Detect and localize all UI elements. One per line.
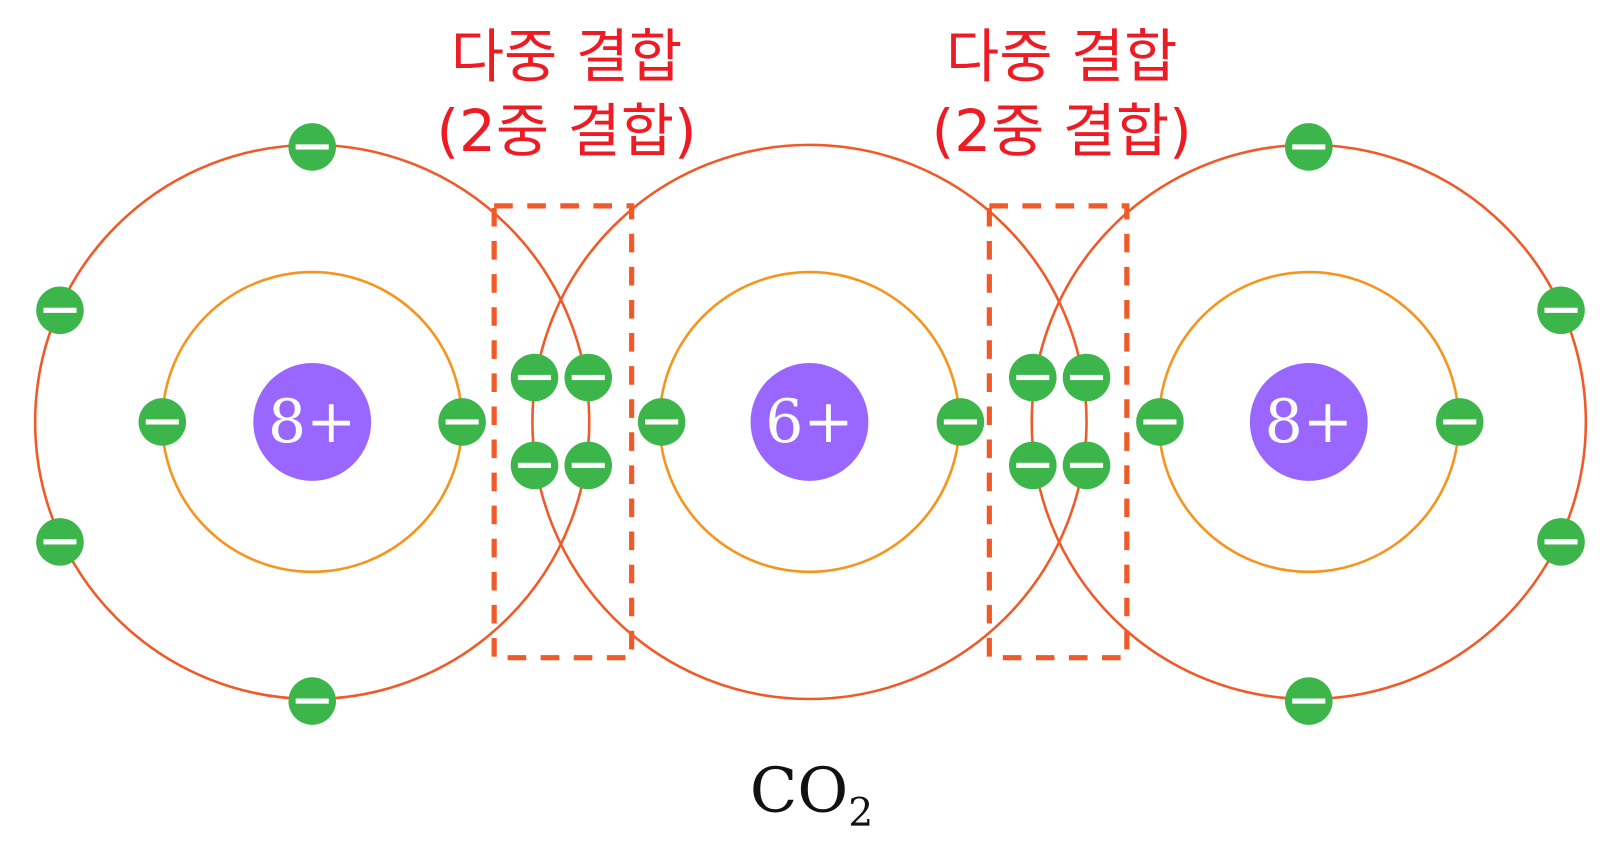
electron (1537, 518, 1585, 566)
electron (1435, 398, 1484, 446)
minus-icon (1544, 307, 1578, 313)
minus-icon (1016, 374, 1050, 381)
minus-icon (1544, 539, 1578, 545)
bond-label-left-line2: (2중 결합) (436, 97, 696, 165)
minus-icon (517, 462, 552, 468)
formula-subscript: 2 (848, 791, 873, 836)
nucleus (1249, 363, 1368, 481)
nucleus-charge: 6+ (765, 387, 853, 457)
electron (510, 353, 559, 402)
electron (637, 398, 686, 446)
minus-icon (943, 419, 977, 425)
nucleus-charge: 8+ (1265, 387, 1353, 457)
electron (1285, 677, 1333, 725)
nuclei: 8+ 6+ 8+ (253, 363, 1368, 481)
electron (288, 123, 336, 171)
electron (36, 518, 84, 566)
electron (564, 353, 613, 402)
minus-icon (571, 374, 605, 381)
minus-icon (1292, 698, 1326, 704)
minus-icon (571, 462, 605, 468)
minus-icon (445, 419, 479, 425)
nucleus-charge: 8+ (268, 387, 356, 457)
bond-label-right-line1: 다중 결합 (946, 23, 1177, 91)
electron (1285, 123, 1333, 171)
minus-icon (1069, 374, 1104, 381)
electron (1136, 398, 1184, 446)
minus-icon (1292, 144, 1326, 150)
formula-main: CO (750, 754, 848, 827)
minus-icon (645, 419, 679, 425)
minus-icon (43, 307, 77, 313)
minus-icon (517, 374, 552, 381)
electron (564, 441, 613, 490)
minus-icon (43, 539, 77, 545)
minus-icon (145, 419, 179, 425)
minus-icon (1016, 462, 1050, 468)
minus-icon (295, 698, 329, 704)
electron (1008, 353, 1057, 402)
nucleus (750, 363, 869, 481)
bond-label-left-line1: 다중 결합 (451, 23, 682, 91)
electron (1062, 441, 1111, 490)
nucleus (253, 363, 372, 481)
molecule-formula: CO2 (750, 754, 873, 836)
electron (138, 398, 187, 446)
minus-icon (295, 144, 329, 150)
electron (288, 677, 336, 725)
bond-label-right-line2: (2중 결합) (932, 97, 1192, 165)
double-bond-box-left (491, 203, 635, 661)
electron (36, 286, 84, 335)
double-bond-box-right (986, 203, 1130, 661)
electron (1008, 441, 1057, 490)
minus-icon (1143, 419, 1177, 425)
minus-icon (1069, 462, 1104, 468)
outer-shell (531, 143, 1088, 701)
electron (1537, 286, 1585, 335)
minus-icon (1443, 419, 1477, 425)
electron (1062, 353, 1111, 402)
double-bond-boxes (491, 203, 1130, 661)
electrons (36, 123, 1585, 725)
electron (438, 398, 486, 446)
electron (510, 441, 559, 490)
electron (936, 398, 985, 446)
